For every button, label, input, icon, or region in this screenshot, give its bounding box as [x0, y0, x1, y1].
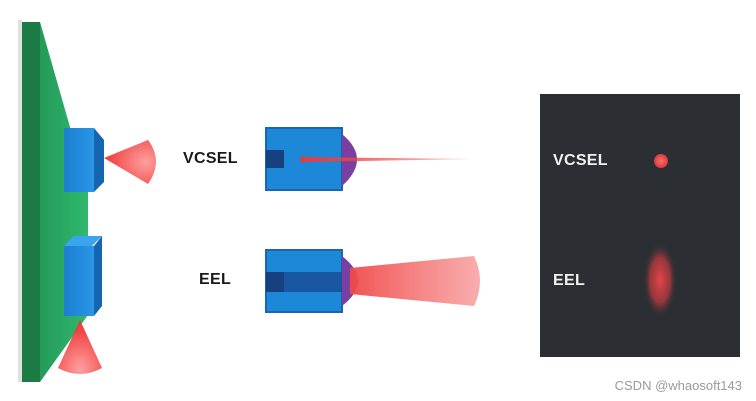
chip-front [64, 246, 94, 316]
board-vcsel-beam [104, 140, 156, 184]
output-panel-bg [540, 94, 740, 357]
eel-active-core [266, 272, 284, 292]
board-left-strip [22, 22, 40, 382]
vcsel-beam [300, 157, 474, 162]
eel-device [265, 249, 480, 313]
board-eel-beam [58, 320, 102, 374]
eel-active-region [266, 272, 342, 292]
vcsel-spot [654, 154, 668, 168]
chip-front [64, 128, 94, 192]
vcsel-active-region [266, 150, 284, 168]
watermark: CSDN @whaosoft143 [614, 378, 742, 393]
board-vcsel-chip [64, 128, 104, 192]
chip-side [94, 128, 104, 192]
eel-beam [350, 256, 480, 306]
panel-vcsel-label: VCSEL [553, 152, 608, 169]
board-edge [18, 20, 22, 382]
eel-label: EEL [199, 271, 232, 288]
vcsel-label: VCSEL [183, 150, 238, 167]
panel-eel-label: EEL [553, 272, 586, 289]
chip-side [94, 236, 102, 316]
eel-spot [643, 242, 677, 318]
board-eel-chip [64, 236, 102, 316]
vcsel-device [265, 127, 474, 191]
chip-top [64, 236, 102, 246]
